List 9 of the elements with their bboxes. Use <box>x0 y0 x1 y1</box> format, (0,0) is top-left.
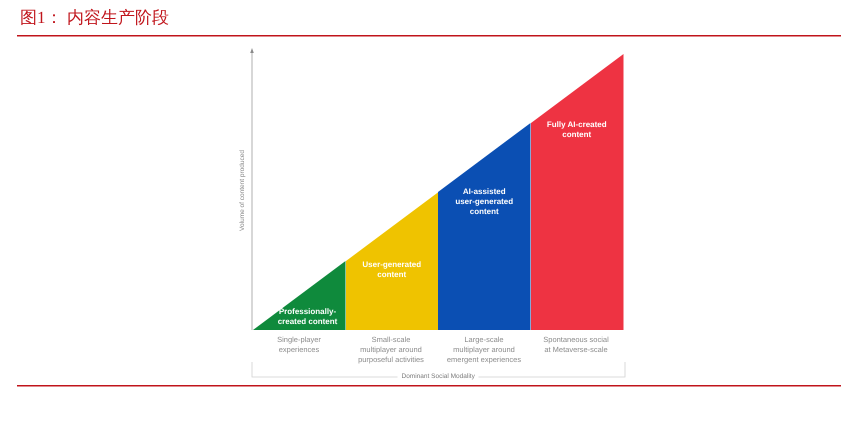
trapezoid-segment <box>346 192 438 330</box>
trapezoid-segment <box>530 54 623 330</box>
segment-label: Fully AI-created content <box>546 120 608 140</box>
triangle-segment <box>253 261 346 330</box>
figure-title: 图1： 内容生产阶段 <box>20 7 169 29</box>
segment-label: Professionally-created content <box>276 307 338 327</box>
segment-label: User-generated content <box>361 260 422 280</box>
segment-label: AI-assisted user-generated content <box>454 187 514 217</box>
trapezoid-segment <box>438 123 530 330</box>
